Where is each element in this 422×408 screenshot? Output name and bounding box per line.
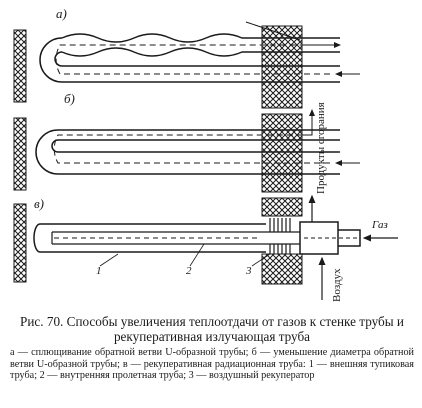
- label-b: б): [64, 91, 75, 106]
- air-label: Воздух: [331, 268, 343, 302]
- right-wall-a: [261, 25, 303, 109]
- recuperator-fins: [269, 218, 291, 254]
- diagram-b: б) Продукты сгорания: [35, 91, 360, 194]
- right-wall-b: [261, 113, 303, 193]
- caption-legend: а — сплющивание обратной ветви U-образно…: [10, 347, 414, 382]
- diagram-c: в) Газ Воздух 1: [33, 194, 398, 302]
- part-1-label: 1: [96, 265, 102, 277]
- label-c: в): [34, 196, 44, 211]
- products-label: Продукты сгорания: [315, 102, 327, 194]
- left-wall-b: [13, 117, 27, 191]
- right-wall-c-bottom: [261, 253, 303, 285]
- gas-label: Газ: [371, 219, 388, 231]
- part-3-label: 3: [245, 265, 252, 277]
- figure-caption: Рис. 70. Способы увеличения теплоотдачи …: [10, 314, 414, 382]
- part-2-label: 2: [186, 265, 192, 277]
- left-wall-c: [13, 203, 27, 283]
- caption-title: Рис. 70. Способы увеличения теплоотдачи …: [20, 314, 404, 344]
- left-wall-a: [13, 29, 27, 103]
- label-a: а): [56, 6, 67, 21]
- figure-drawing: а) б) Продукты сгорания: [13, 6, 398, 302]
- diagram-a: а): [39, 6, 360, 109]
- right-wall-c-top: [261, 197, 303, 217]
